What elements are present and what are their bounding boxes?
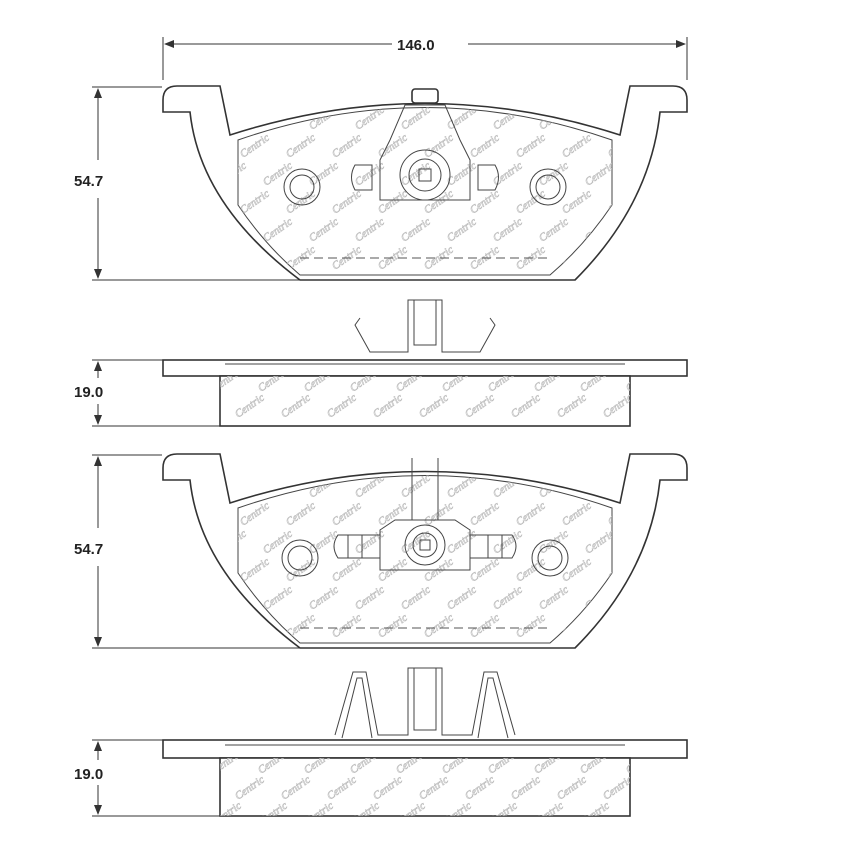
pad2-friction-material: [237, 475, 613, 644]
pad1-left-pin-outer: [283, 168, 321, 206]
pad2-center-square: [419, 539, 431, 551]
pad2-height-label: 54.7: [74, 541, 103, 558]
pad1-side-backing-plate: [162, 359, 688, 377]
pad1-center-square: [418, 168, 432, 182]
watermark-text: Centric: [629, 216, 663, 245]
pad2-height-dimension: 54.7: [74, 454, 300, 649]
watermark-text: Centric: [624, 748, 658, 777]
pad1-right-slot: [477, 164, 499, 191]
pad1-left-slot: [351, 164, 373, 191]
pad2-clip-center: [413, 668, 437, 731]
pad1-left-pin-inner: [289, 174, 315, 200]
pad1-right-pin-outer: [529, 168, 567, 206]
watermark-text: Centric: [629, 584, 663, 613]
pad1-thickness-label: 19.0: [74, 384, 103, 401]
pad1-friction-material: [237, 107, 613, 276]
pad2-clip-right-inner: [477, 677, 509, 739]
pad2-center-hole-outer: [404, 524, 446, 566]
pad1-height-label: 54.7: [74, 173, 103, 190]
pad2-center-boss: [379, 519, 471, 571]
width-label: 146.0: [397, 37, 435, 54]
width-dimension: 146.0: [162, 37, 688, 80]
pad2-thickness-dimension: 19.0: [74, 739, 220, 817]
pad1-center-hole-inner: [408, 158, 442, 192]
pad2-left-pin-outer: [281, 539, 319, 577]
pad2-left-pin-inner: [287, 545, 313, 571]
pad2-left-rail: [333, 534, 381, 559]
watermark-text: Centric: [606, 612, 640, 641]
pad2-side-backing-plate: [162, 739, 688, 759]
pad2-side-friction: [219, 757, 631, 817]
pad1-clip-center: [413, 300, 437, 346]
pad1-height-dimension: 54.7: [74, 86, 300, 281]
watermark-text: Centric: [606, 244, 640, 273]
pad1-center-boss: [379, 104, 471, 201]
pad1-clip-spring: [354, 299, 496, 353]
watermark-text: Centric: [624, 366, 658, 395]
pad1-backing-plate: [162, 85, 688, 281]
pad2-right-pin-inner: [537, 545, 563, 571]
pad2-right-rail: [469, 534, 517, 559]
pad1-right-pin-inner: [535, 174, 561, 200]
pad1-thickness-dimension: 19.0: [74, 359, 220, 427]
pad1-side-friction: [219, 375, 631, 427]
pad1-top-tab: [411, 88, 439, 104]
pad2-clip-left-inner: [341, 677, 373, 739]
pad2-right-pin-outer: [531, 539, 569, 577]
pad2-backing-plate: [162, 453, 688, 649]
pad2-clip-spring: [334, 667, 516, 736]
pad1-center-hole-outer: [399, 149, 451, 201]
pad2-center-hole-inner: [412, 532, 438, 558]
pad2-thickness-label: 19.0: [74, 766, 103, 783]
